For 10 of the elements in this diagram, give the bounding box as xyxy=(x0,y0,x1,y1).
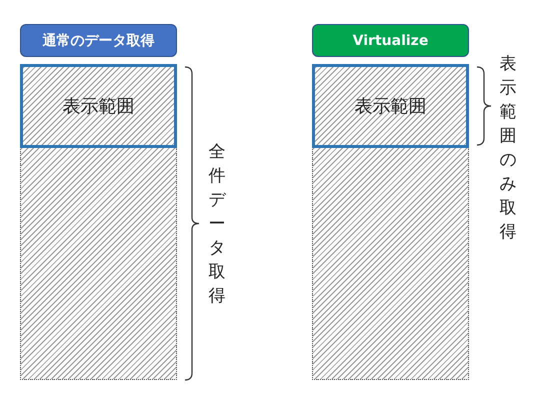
range-label: 表示範囲 xyxy=(62,95,134,118)
data-column xyxy=(312,64,469,380)
vertical-note: 全件データ取得 xyxy=(208,141,226,308)
header-label: 通常のデータ取得 xyxy=(20,24,177,57)
vertical-note: 表示範囲のみ取得 xyxy=(499,53,517,244)
data-column xyxy=(20,64,177,380)
visible-range-box xyxy=(312,64,469,148)
range-label: 表示範囲 xyxy=(354,95,426,118)
visible-range-box xyxy=(20,64,177,148)
header-label: Virtualize xyxy=(312,24,469,57)
